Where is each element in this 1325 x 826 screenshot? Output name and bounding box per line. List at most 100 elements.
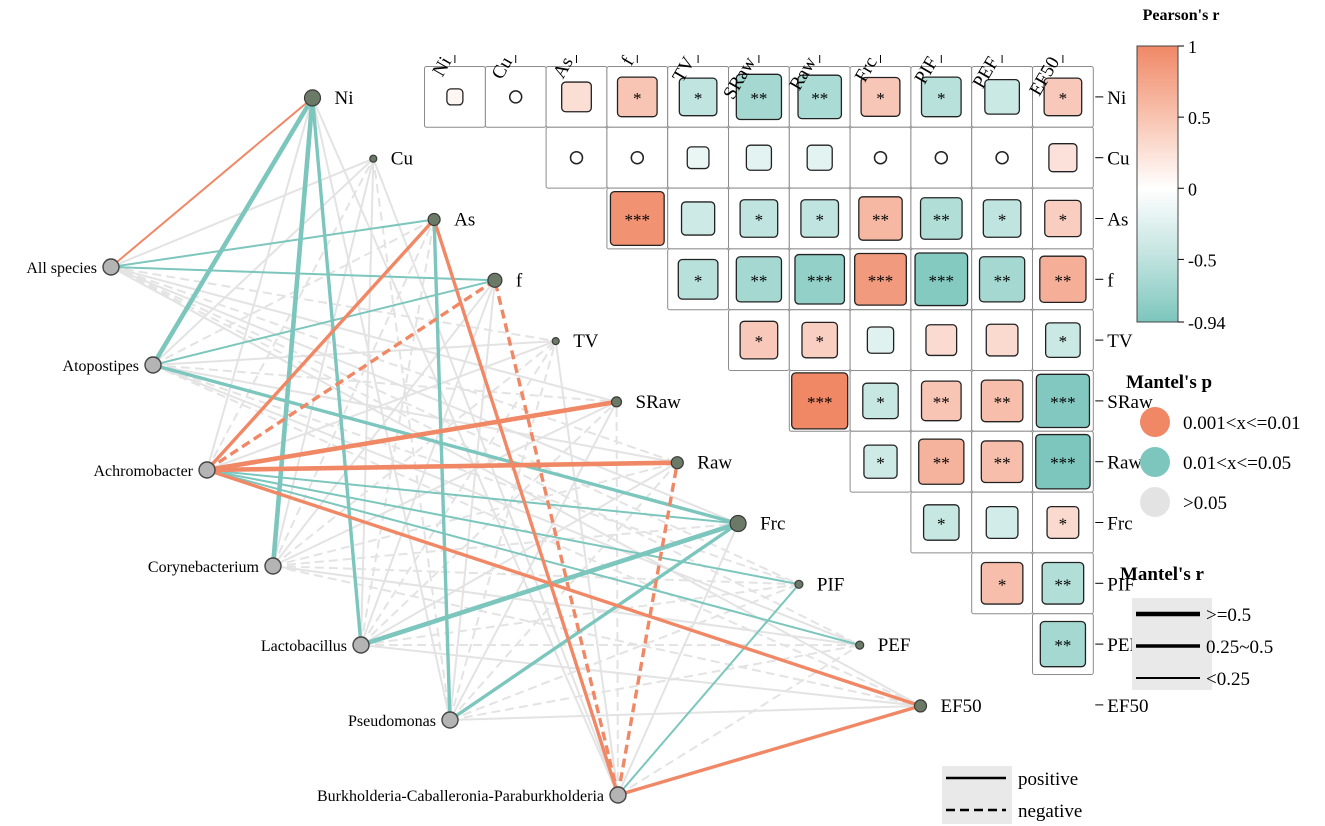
species-node-corynebacterium bbox=[264, 557, 282, 575]
significance-label: ** bbox=[933, 211, 950, 230]
sign-legend-label: positive bbox=[1018, 769, 1078, 790]
correlation-square bbox=[985, 323, 1019, 357]
mantel-link bbox=[206, 158, 375, 471]
species-label-achromobacter: Achromobacter bbox=[93, 463, 193, 480]
correlation-square bbox=[985, 506, 1019, 539]
correlation-square bbox=[925, 324, 958, 357]
significance-label: ** bbox=[994, 454, 1011, 473]
correlation-square bbox=[735, 256, 783, 303]
variable-node-label-ef50: EF50 bbox=[941, 696, 982, 717]
mantel-p-legend-swatch bbox=[1140, 487, 1170, 517]
mantel-link bbox=[449, 401, 618, 721]
species-node-achromobacter bbox=[198, 461, 216, 479]
correlation-square bbox=[1039, 255, 1087, 304]
row-label-pef: PEF bbox=[1107, 635, 1140, 656]
significance-label: *** bbox=[625, 211, 651, 230]
variable-node-label-frc: Frc bbox=[760, 514, 785, 535]
row-label-cu: Cu bbox=[1107, 149, 1130, 170]
correlation-square bbox=[982, 199, 1022, 238]
mantel-p-legend-label: >0.05 bbox=[1183, 493, 1227, 514]
variable-node-label-tv: TV bbox=[573, 331, 599, 352]
correlation-square bbox=[686, 146, 710, 170]
mantel-link bbox=[615, 401, 619, 796]
correlation-square bbox=[862, 382, 899, 420]
mantel-link bbox=[449, 280, 496, 721]
correlation-square bbox=[1048, 143, 1078, 173]
correlation-marker bbox=[569, 150, 584, 165]
mantel-link bbox=[152, 363, 739, 526]
correlation-marker bbox=[873, 150, 888, 165]
colorbar-tick-label: 0.5 bbox=[1188, 108, 1211, 128]
significance-label: * bbox=[876, 89, 885, 108]
species-node-burkholderia-caballeronia-paraburkholderia bbox=[609, 786, 627, 804]
variable-node-as bbox=[427, 212, 441, 227]
significance-label: * bbox=[1059, 89, 1068, 108]
correlation-square bbox=[806, 144, 833, 171]
mantel-link bbox=[311, 97, 451, 721]
row-label-ni: Ni bbox=[1107, 88, 1126, 109]
correlation-square bbox=[745, 144, 773, 171]
correlation-square bbox=[918, 438, 965, 485]
correlation-square bbox=[920, 76, 962, 118]
significance-label: * bbox=[998, 575, 1007, 594]
colorbar-tick-label: -0.94 bbox=[1188, 313, 1226, 333]
mantel-link bbox=[360, 644, 921, 707]
mantel-link bbox=[311, 97, 619, 796]
significance-label: ** bbox=[750, 89, 767, 108]
mantel-p-legend-label: 0.001<x<=0.01 bbox=[1183, 413, 1301, 434]
colorbar-tick-label: -0.5 bbox=[1188, 250, 1217, 270]
mantel-link bbox=[110, 266, 800, 586]
row-label-f: f bbox=[1107, 270, 1114, 291]
mantel-link bbox=[152, 364, 678, 464]
variable-node-ef50 bbox=[913, 699, 928, 713]
pearson-heatmap: ****************************************… bbox=[424, 53, 1153, 717]
mantel-link bbox=[110, 218, 435, 268]
mantel-link bbox=[554, 340, 619, 796]
mantel-link bbox=[206, 278, 496, 472]
variable-node-tv bbox=[551, 337, 560, 346]
variable-node-frc bbox=[729, 514, 747, 533]
row-label-sraw: SRaw bbox=[1107, 392, 1153, 413]
significance-label: * bbox=[876, 454, 885, 473]
variable-node-ni bbox=[303, 89, 322, 107]
significance-label: *** bbox=[929, 271, 955, 290]
correlation-square bbox=[797, 74, 843, 120]
correlation-square bbox=[1041, 561, 1085, 605]
mantel-link bbox=[432, 218, 620, 796]
mantel-link bbox=[272, 565, 860, 647]
variable-node-label-ni: Ni bbox=[335, 88, 354, 109]
significance-label: ** bbox=[933, 393, 950, 412]
species-label-corynebacterium: Corynebacterium bbox=[148, 559, 260, 576]
mantel-link bbox=[206, 469, 800, 586]
mantel-link bbox=[272, 522, 739, 567]
variable-node-pef bbox=[855, 640, 865, 650]
variable-node-label-f: f bbox=[516, 270, 523, 291]
correlation-square bbox=[980, 379, 1024, 423]
significance-label: ** bbox=[1054, 271, 1071, 290]
correlation-square bbox=[801, 321, 839, 359]
mantel-link bbox=[206, 399, 617, 473]
significance-label: * bbox=[755, 332, 764, 351]
correlation-square bbox=[680, 201, 716, 236]
row-label-ef50: EF50 bbox=[1107, 696, 1148, 717]
mantel-link bbox=[206, 460, 678, 473]
correlation-square bbox=[616, 76, 658, 118]
significance-label: * bbox=[937, 515, 946, 534]
mantel-link bbox=[272, 565, 799, 586]
variable-node-label-sraw: SRaw bbox=[636, 392, 682, 413]
species-label-pseudomonas: Pseudomonas bbox=[348, 713, 436, 730]
significance-label: *** bbox=[807, 393, 833, 412]
variable-node-cu bbox=[369, 154, 378, 163]
correlation-square bbox=[677, 258, 719, 300]
mantel-link bbox=[152, 364, 617, 403]
variable-node-sraw bbox=[610, 396, 623, 408]
species-node-lactobacillus bbox=[352, 636, 370, 654]
mantel-link bbox=[617, 644, 861, 796]
significance-label: ** bbox=[1054, 575, 1071, 594]
variable-node-label-cu: Cu bbox=[391, 149, 414, 170]
mantel-r-legend-label: 0.25~0.5 bbox=[1206, 637, 1273, 658]
significance-label: ** bbox=[750, 271, 767, 290]
correlation-square bbox=[858, 196, 903, 241]
mantel-link bbox=[110, 266, 678, 464]
